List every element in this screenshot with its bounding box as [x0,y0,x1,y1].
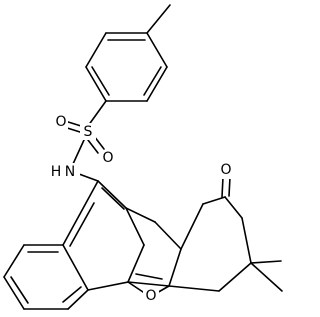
ketone-oxygen: O [218,162,234,179]
chemical-structure-diagram: S O O H N O O [3,4,283,310]
bond-line [143,66,162,96]
bond-line [127,244,145,283]
amide-hydrogen-label: H [51,164,62,180]
bond-line [180,203,204,250]
sulfur-atom: S [80,123,96,140]
furan-oxygen-label: O [145,288,156,304]
bond-line [78,173,99,182]
bond-line [91,66,110,96]
bond-line [250,260,282,264]
bond-line [85,32,107,68]
sulfonyl-oxygen-left: O [54,114,68,130]
bond-line [221,176,224,198]
bond-line [146,32,168,68]
bond-line [10,276,29,304]
bond-line [218,262,252,292]
bond-line [127,281,170,287]
bond-line [69,202,95,247]
bond-line [250,262,283,292]
sulfonyl-oxygen-right-label: O [102,150,113,166]
bond-line [67,289,89,310]
bond-line [87,281,129,291]
bond-line [87,100,107,127]
bond-line [228,176,231,197]
bond-line [97,180,127,209]
bond-line [87,139,99,154]
bond-line [241,217,252,264]
bond-line [146,4,171,34]
amide-nh-group: H N [46,163,80,181]
bond-line [168,248,182,287]
bond-line [154,221,182,250]
bond-line [85,66,107,102]
bond-line [224,196,243,219]
bond-line [135,273,163,280]
bond-line [202,196,226,205]
ketone-oxygen-label: O [220,162,231,178]
amide-nitrogen-label: N [65,164,75,180]
bond-line [3,276,25,310]
bond-lines [3,4,283,310]
furan-oxygen: O [143,288,159,305]
sulfur-label: S [84,124,93,140]
bond-line [3,244,25,278]
bond-line [101,187,125,210]
bond-line [72,139,85,165]
bond-line [125,207,156,223]
bond-line [168,285,220,292]
bond-line [62,286,82,303]
atom-labels: S O O H N O O [46,114,234,305]
bond-line [146,66,168,102]
bond-line [125,207,145,246]
sulfonyl-oxygen-left-label: O [55,114,66,130]
bond-line [62,180,99,246]
bond-line [62,244,89,291]
sulfonyl-oxygen-right: O [101,150,115,166]
